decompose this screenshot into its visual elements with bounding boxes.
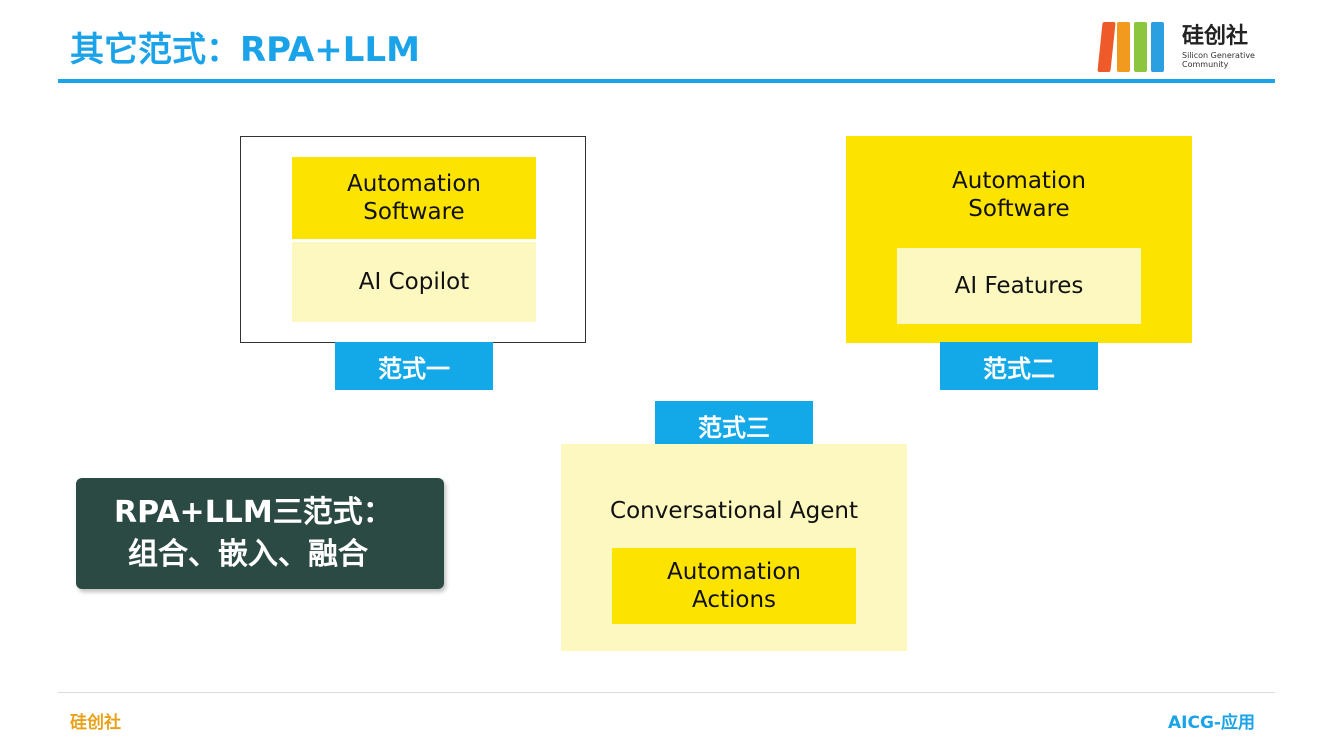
paradigm1-tag: 范式一 — [335, 342, 493, 390]
paradigm1-automation-software: Automation Software — [292, 157, 536, 239]
summary-line2: 组合、嵌入、融合 — [128, 537, 368, 572]
paradigm2-tag: 范式二 — [940, 342, 1098, 390]
footer-section-label: AICG-应用 — [1168, 713, 1255, 733]
header-divider — [58, 79, 1275, 83]
logo-subtitle: Silicon Generative Community — [1182, 51, 1255, 69]
summary-line1: RPA+LLM三范式： — [114, 495, 393, 530]
slide-title: 其它范式：RPA+LLM — [70, 30, 420, 70]
paradigm3-automation-actions: Automation Actions — [612, 548, 856, 624]
paradigm2-automation-software-label: Automation Software — [952, 168, 1086, 222]
summary-box: RPA+LLM三范式： 组合、嵌入、融合 — [76, 478, 444, 589]
paradigm2-ai-features: AI Features — [897, 248, 1141, 324]
paradigm3-conversational-agent-label: Conversational Agent — [610, 498, 858, 524]
paradigm3-tag: 范式三 — [655, 401, 813, 449]
brand-logo: 硅创社 Silicon Generative Community — [1097, 22, 1275, 74]
paradigm1-ai-copilot: AI Copilot — [292, 242, 536, 322]
logo-name: 硅创社 — [1182, 24, 1249, 49]
footer-brand: 硅创社 — [70, 713, 121, 733]
footer-divider — [58, 692, 1275, 693]
